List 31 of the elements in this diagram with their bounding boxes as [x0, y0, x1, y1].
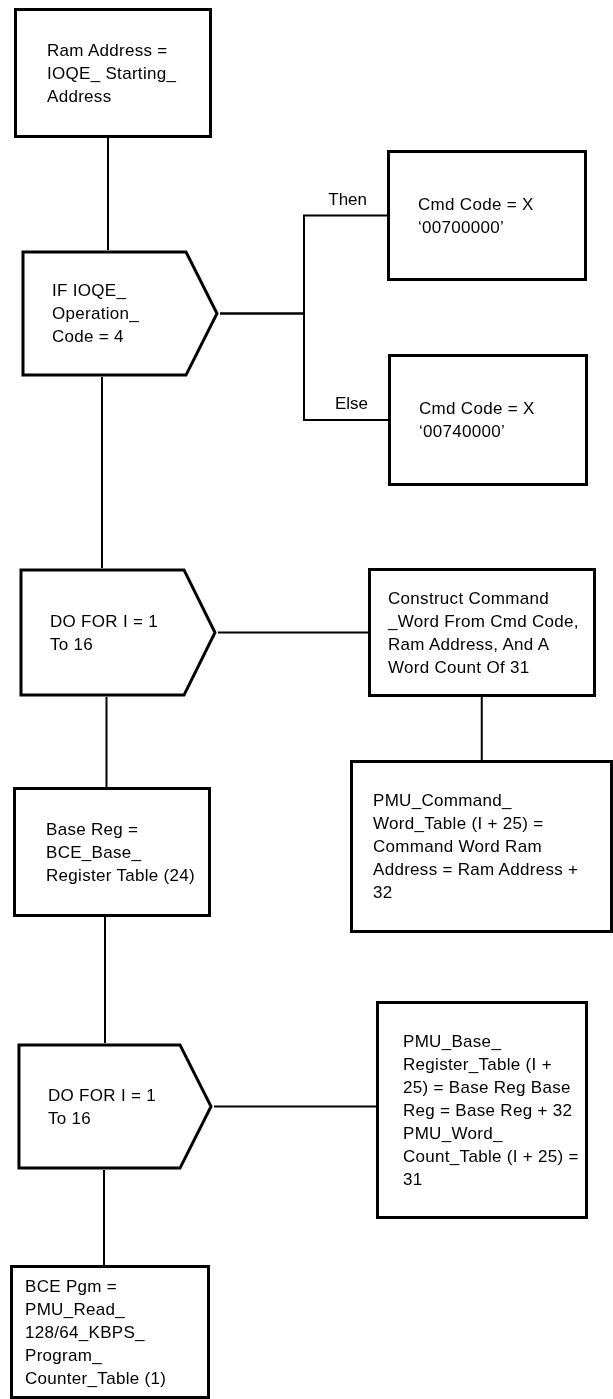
process-box — [350, 760, 613, 933]
process-box — [13, 787, 211, 917]
node-text: Cmd Code = X ‘00740000’ — [419, 398, 536, 443]
connector-line — [213, 1105, 377, 1108]
connector-line — [101, 376, 103, 569]
process-box — [387, 150, 587, 281]
connector-line — [480, 696, 483, 761]
node-text: Cmd Code = X ‘00700000’ — [418, 193, 535, 239]
process-box — [14, 8, 212, 138]
loop-pentagon — [18, 568, 218, 697]
process-box — [388, 354, 588, 486]
node-text: Construct Command _Word From Cmd Code, Ram Address, And A Word Count Of 31 — [388, 587, 580, 679]
connector-line — [219, 312, 389, 421]
connector-line — [103, 1169, 105, 1266]
node-text: DO FOR I = 1 To 16 — [50, 610, 159, 656]
connector-line — [217, 631, 369, 634]
node-text: BCE Pgm = PMU_Read_ 128/64_KBPS_ Program_ Counter_Table (1) — [25, 1275, 168, 1390]
node-text: PMU_Command_ Word_Table (I + 25) = Command Word Ram Address = Ram Address + 32 — [373, 790, 580, 904]
connector-line — [104, 916, 106, 1044]
process-box — [376, 1001, 588, 1219]
connector-line — [105, 696, 108, 788]
node-text: Base Reg = BCE_Base_ Register Table (24) — [46, 818, 196, 887]
node-text: IF IOQE_ Operation_ Code = 4 — [52, 280, 141, 348]
node-text: PMU_Base_ Register_Table (I + 25) = Base Reg Base Reg = Base Reg + 32 PMU_Word_ Count_Table (I + 25) = 31 — [403, 1030, 579, 1191]
process-box — [10, 1265, 210, 1399]
node-text: DO FOR I = 1 To 16 — [48, 1084, 157, 1130]
process-box — [368, 568, 596, 697]
node-text: Ram Address = IOQE_ Starting_ Address — [47, 39, 178, 108]
connector-line — [107, 137, 109, 251]
loop-pentagon — [20, 250, 220, 377]
loop-pentagon — [16, 1043, 214, 1170]
